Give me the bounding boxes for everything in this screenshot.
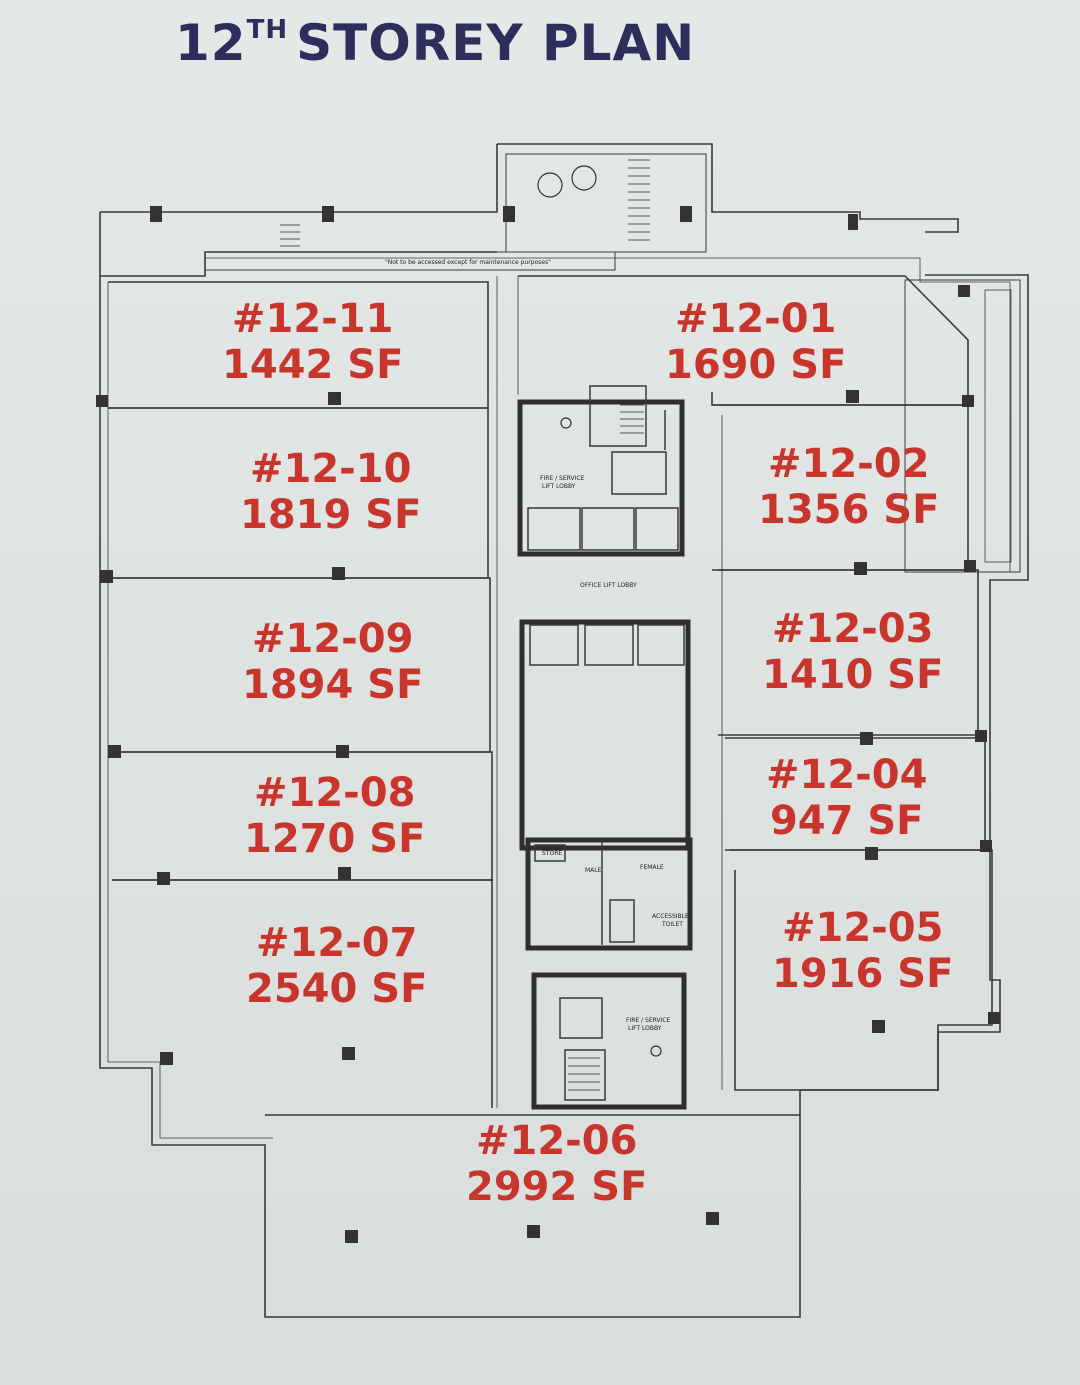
core-toilets — [525, 837, 693, 951]
unit-number: #12-10 — [249, 446, 412, 492]
tank-icon — [571, 165, 597, 191]
female-label: FEMALE — [640, 864, 664, 871]
unit-number: #12-09 — [251, 616, 414, 662]
unit-12-04[interactable]: #12-04 947 SF — [766, 752, 927, 844]
unit-area: 1690 SF — [665, 342, 847, 388]
unit-12-02[interactable]: #12-02 1356 SF — [758, 441, 939, 533]
core-lift-lobby-1 — [517, 399, 685, 557]
unit-12-09[interactable]: #12-09 1894 SF — [242, 616, 423, 708]
unit-12-03[interactable]: #12-03 1410 SF — [762, 606, 943, 698]
unit-area: 1356 SF — [758, 487, 940, 533]
unit-number: #12-08 — [253, 770, 416, 816]
unit-number: #12-02 — [767, 441, 930, 487]
accessible-toilet-label-b: TOILET — [661, 921, 683, 928]
unit-area: 1894 SF — [242, 662, 424, 708]
fire-lobby-label-2: FIRE / SERVICE — [626, 1017, 671, 1024]
unit-number: #12-01 — [674, 296, 837, 342]
unit-12-10[interactable]: #12-10 1819 SF — [240, 446, 421, 538]
unit-12-06[interactable]: #12-06 2992 SF — [466, 1118, 647, 1210]
unit-number: #12-04 — [766, 752, 928, 798]
fire-lobby-label-1b: LIFT LOBBY — [542, 483, 576, 490]
unit-area: 1442 SF — [222, 342, 404, 388]
unit-number: #12-05 — [781, 905, 944, 951]
male-label: MALE — [585, 867, 602, 874]
core-lift-lobby-2 — [531, 972, 687, 1110]
unit-area: 1270 SF — [244, 816, 426, 862]
unit-number: #12-03 — [771, 606, 934, 652]
unit-area: 1410 SF — [762, 652, 944, 698]
office-lift-lobby-label: OFFICE LIFT LOBBY — [580, 582, 637, 589]
accessible-toilet-label: ACCESSIBLE — [652, 913, 689, 920]
unit-12-08[interactable]: #12-08 1270 SF — [244, 770, 425, 862]
fire-lobby-label-2b: LIFT LOBBY — [628, 1025, 662, 1032]
unit-area: 2540 SF — [246, 966, 428, 1012]
unit-area: 947 SF — [769, 798, 924, 844]
unit-12-07[interactable]: #12-07 2540 SF — [246, 920, 427, 1012]
unit-area: 1916 SF — [772, 951, 954, 997]
structural-columns — [96, 206, 1000, 1243]
core-lifts-2 — [519, 619, 691, 851]
unit-number: #12-11 — [231, 296, 394, 342]
fire-lobby-label-1: FIRE / SERVICE — [540, 475, 585, 482]
unit-12-05[interactable]: #12-05 1916 SF — [772, 905, 953, 997]
unit-number: #12-07 — [255, 920, 418, 966]
roof-terrace-outline — [497, 143, 959, 233]
unit-number: #12-06 — [475, 1118, 638, 1164]
unit-area: 1819 SF — [240, 492, 422, 538]
tank-icon — [537, 172, 563, 198]
unit-12-11[interactable]: #12-11 1442 SF — [222, 296, 403, 388]
store-label: STORE — [542, 850, 562, 857]
unit-area: 2992 SF — [466, 1164, 648, 1210]
unit-12-01[interactable]: #12-01 1690 SF — [665, 296, 846, 388]
maintenance-note: "Not to be accessed except for maintenan… — [385, 259, 551, 266]
